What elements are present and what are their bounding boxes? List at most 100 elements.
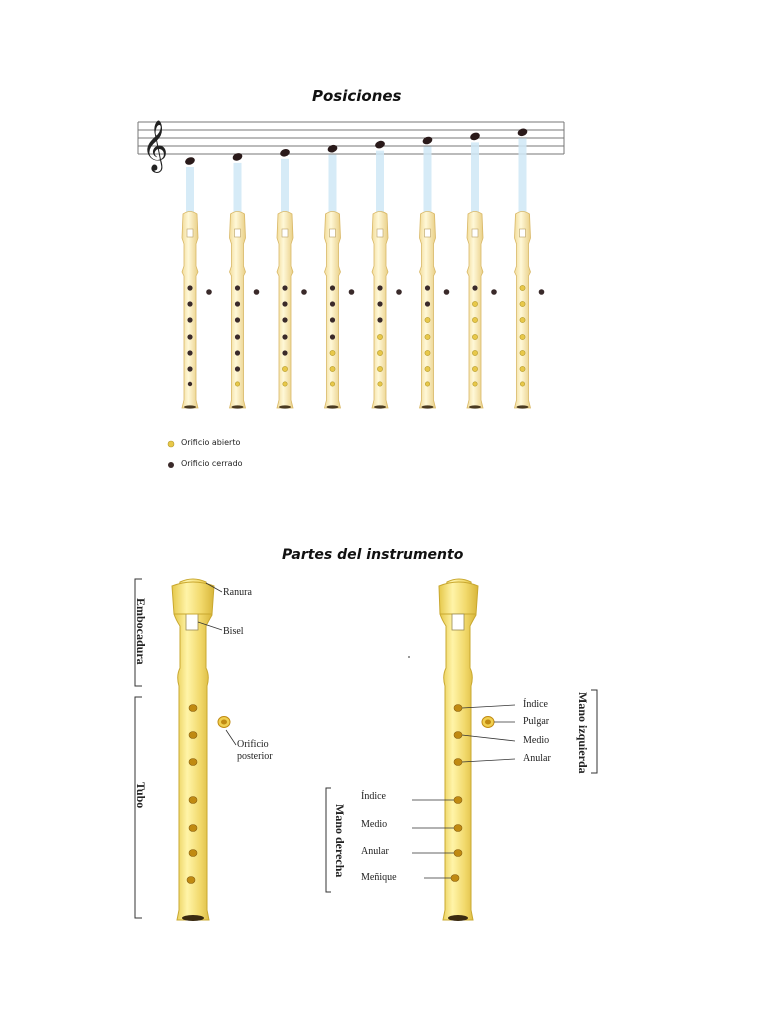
fingering-flute <box>276 211 307 409</box>
tubo-bracket <box>134 696 142 919</box>
flute-end <box>184 405 196 409</box>
staff-note <box>280 149 290 157</box>
open-hole <box>282 366 288 372</box>
embocadura-label: Embocadura <box>134 598 148 665</box>
closed-hole <box>282 350 288 356</box>
closed-hole <box>234 366 241 372</box>
open-hole <box>519 334 526 340</box>
left-hand-pulgar-label: Pulgar <box>523 716 550 727</box>
closed-hole <box>187 285 193 291</box>
closed-hole <box>424 301 431 307</box>
closed-hole <box>234 285 241 291</box>
legend-open-label: Orificio abierto <box>181 438 241 447</box>
open-hole <box>519 350 526 356</box>
staff-notes <box>185 128 528 165</box>
mano-derecha-label: Mano derecha <box>333 804 347 878</box>
fingering-flutes <box>181 211 545 409</box>
fingering-flute <box>418 211 450 409</box>
thumb-hole <box>443 289 450 295</box>
open-hole <box>472 381 478 387</box>
flute-end <box>374 405 386 409</box>
open-hole <box>424 350 431 356</box>
closed-hole <box>472 285 478 291</box>
staff-note <box>185 157 195 165</box>
flute-body <box>513 211 532 409</box>
left-hand-anular-label: Anular <box>523 753 551 764</box>
open-hole <box>424 317 431 323</box>
flute-window <box>329 228 336 238</box>
open-hole <box>519 285 526 291</box>
closed-hole <box>187 317 193 323</box>
staff-note <box>517 128 528 137</box>
closed-hole <box>282 301 288 307</box>
open-hole <box>424 366 431 372</box>
light-beam <box>471 142 479 214</box>
positions-title: Posiciones <box>312 87 402 105</box>
open-hole <box>472 317 478 323</box>
closed-hole <box>282 334 288 340</box>
orificio-posterior-label-2: posterior <box>237 751 273 762</box>
orificio-posterior-label-1: Orificio <box>237 739 269 750</box>
closed-hole <box>329 301 336 307</box>
flute-window <box>424 228 431 238</box>
open-hole <box>519 301 526 307</box>
staff-note <box>232 153 243 161</box>
mano-izquierda-label: Mano izquierda <box>576 692 590 774</box>
flute-end <box>516 405 529 409</box>
legend-closed-label: Orificio cerrado <box>181 459 243 468</box>
open-hole <box>472 301 478 307</box>
recorder-left <box>171 578 231 921</box>
thumb-hole <box>491 289 497 295</box>
flute-end <box>469 405 481 409</box>
legend-closed-dot <box>168 462 174 468</box>
closed-hole <box>424 285 431 291</box>
music-staff <box>137 121 565 155</box>
staff-note <box>470 132 480 141</box>
open-hole <box>472 334 478 340</box>
bisel-label: Bisel <box>223 626 244 637</box>
light-beams <box>186 138 527 214</box>
flute-window <box>376 228 384 238</box>
embocadura-bracket <box>134 578 142 687</box>
light-beam <box>376 150 384 214</box>
light-beam <box>186 167 194 214</box>
mano-izquierda-bracket <box>591 689 598 774</box>
fingering-flute <box>181 211 212 409</box>
closed-hole <box>329 317 336 323</box>
fingering-flute <box>323 211 355 409</box>
open-hole <box>519 381 525 387</box>
closed-hole <box>234 317 241 323</box>
closed-hole <box>282 317 288 323</box>
closed-hole <box>187 366 193 372</box>
fingering-flute <box>513 211 545 409</box>
open-hole <box>377 350 383 356</box>
light-beam <box>423 146 432 214</box>
closed-hole <box>377 301 383 307</box>
flute-window <box>471 228 479 238</box>
flute-window <box>186 228 194 238</box>
thumb-hole <box>396 289 402 295</box>
thumb-hole <box>538 289 545 295</box>
thumb-hole <box>301 289 307 295</box>
open-hole <box>329 366 336 372</box>
open-hole <box>329 350 336 356</box>
staff-note <box>375 140 385 149</box>
closed-hole <box>187 350 193 356</box>
left-hand-indice-label: Índice <box>523 699 548 710</box>
tubo-label: Tubo <box>134 782 148 809</box>
flute-body <box>181 211 199 409</box>
open-hole <box>424 381 430 387</box>
closed-hole <box>282 285 288 291</box>
flute-body <box>371 211 389 409</box>
fingering-flute <box>466 211 497 409</box>
closed-hole <box>187 381 193 387</box>
closed-hole <box>329 334 336 340</box>
flute-end <box>279 405 291 409</box>
open-hole <box>377 334 383 340</box>
treble-clef-icon: 𝄞 <box>142 120 168 173</box>
flute-body <box>418 211 437 409</box>
light-beam <box>328 154 337 214</box>
recorder-right <box>438 578 495 921</box>
